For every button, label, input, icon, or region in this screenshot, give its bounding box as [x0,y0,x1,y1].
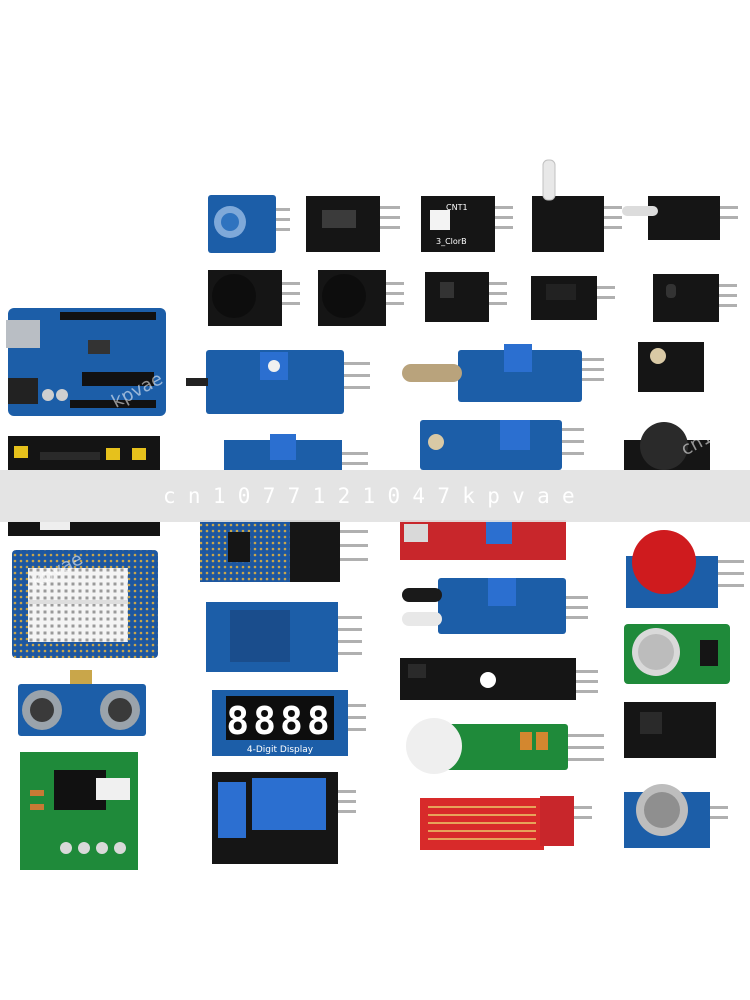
touch-sensor-module [208,195,290,253]
photoresistor-module [638,342,704,392]
power-supply-module [8,436,160,536]
tilt-switch-module [306,196,400,252]
ir-receiver-module [425,272,507,322]
svg-text:3_ClorB: 3_ClorB [436,237,467,246]
rtc-clock-module [624,624,730,684]
flame-sensor-module [224,434,368,470]
light-sensor-module [420,420,584,470]
ir-obstacle-module [402,578,588,634]
gas-sensor-module [624,784,728,848]
display-digits: 8888 [226,699,334,743]
arduino-uno-board [6,308,166,416]
thermistor-sensor-module [186,350,370,414]
led-sensor-module [532,159,622,252]
photo-interrupter-module [531,276,615,320]
reed-switch-module [622,196,738,240]
water-level-sensor [420,796,592,850]
joystick-module [624,422,710,470]
passive-buzzer-module [318,270,404,326]
led-ic-board [20,752,138,870]
ultrasonic-sensor [18,670,146,736]
display-caption: 4-Digit Display [247,745,314,755]
rgb-led-module: CNT1 3_ClorB [421,196,513,252]
vibration-sensor-module [402,344,604,402]
pir-motion-sensor [406,718,604,774]
watermark-banner: cn1077121047kpvae [0,470,750,522]
svg-text:CNT1: CNT1 [446,203,468,212]
watermark-banner-text: cn1077121047kpvae [162,484,588,508]
temperature-sensor-module [653,274,737,322]
line-tracking-module [400,658,598,700]
seven-segment-display-module: 8888 4-Digit Display [212,690,366,756]
humidity-sensor-module [200,520,368,582]
sound-sensor-module [400,520,566,560]
bluetooth-module [206,602,362,672]
active-buzzer-module [208,270,300,326]
relay-module [212,772,356,864]
prototype-shield [12,550,158,658]
push-button-module [626,530,744,608]
wifi-esp-module [624,702,716,758]
